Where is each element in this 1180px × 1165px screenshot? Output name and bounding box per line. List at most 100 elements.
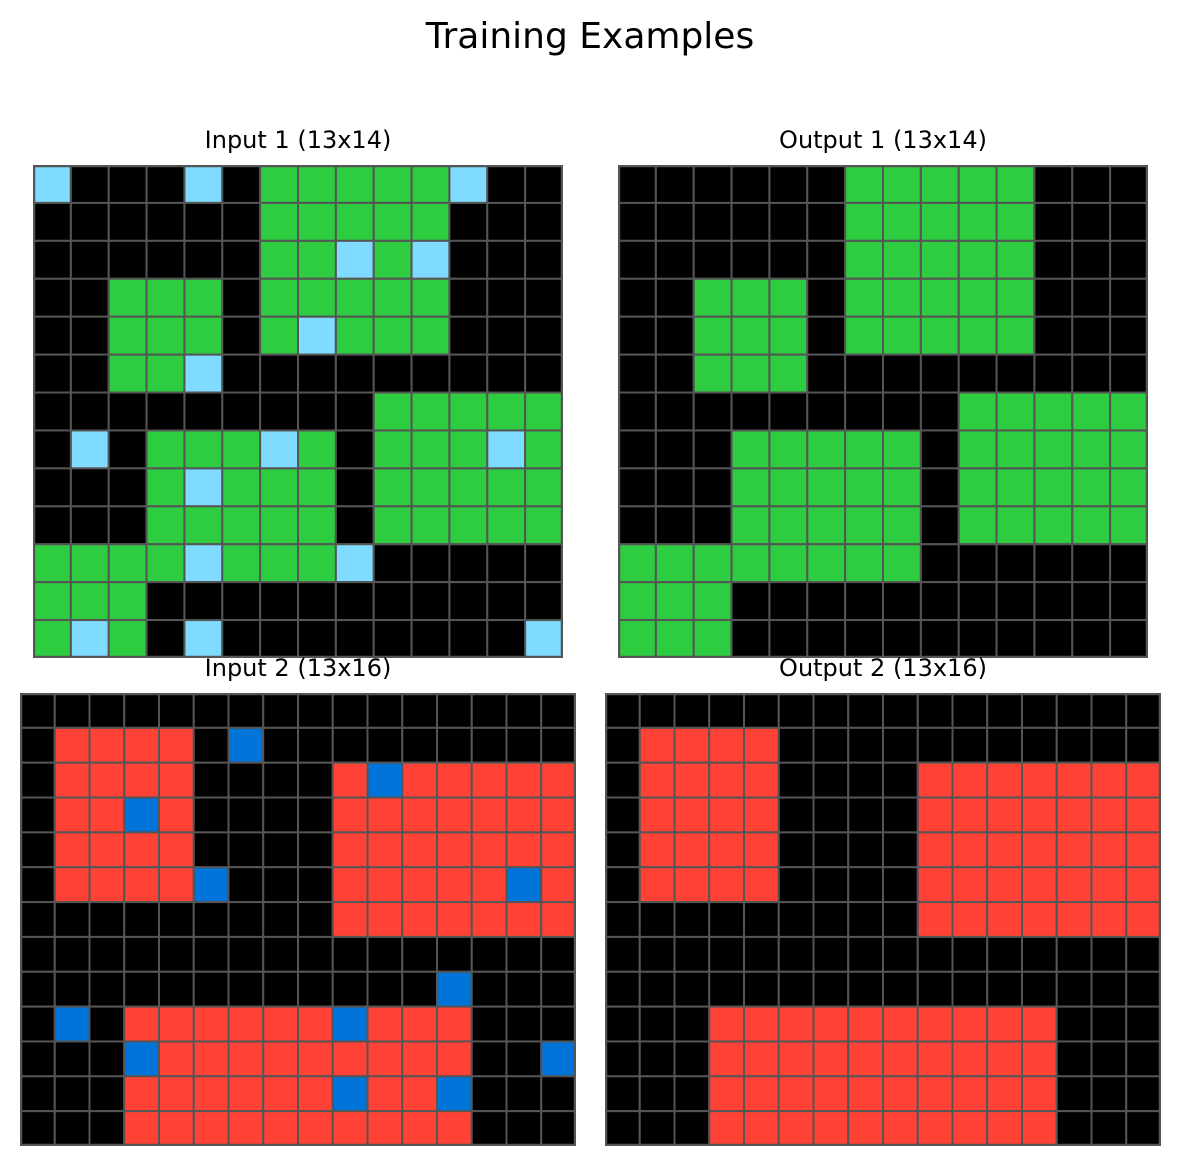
grid-cell xyxy=(372,391,413,432)
grid-cell xyxy=(505,831,543,869)
grid-cell xyxy=(812,901,850,938)
grid-cell xyxy=(53,726,91,764)
grid-cell xyxy=(995,429,1036,470)
grid-cell xyxy=(806,277,847,318)
grid-cell xyxy=(53,1110,91,1146)
grid-cell xyxy=(1109,165,1148,204)
grid-cell xyxy=(20,970,56,1008)
grid-cell xyxy=(995,581,1036,622)
grid-cell xyxy=(605,796,641,834)
grid-cell xyxy=(145,353,186,394)
grid-cell xyxy=(692,315,733,356)
grid-cell xyxy=(1109,315,1148,356)
grid-cell xyxy=(882,866,919,904)
grid-cell xyxy=(882,429,922,470)
grid-cell xyxy=(486,619,527,658)
grid-cell xyxy=(470,1075,508,1113)
grid-cell xyxy=(227,1075,265,1113)
grid-cell xyxy=(1033,165,1074,204)
grid-cell xyxy=(919,505,960,546)
grid-cell xyxy=(297,1005,334,1043)
grid-cell xyxy=(262,726,299,764)
grid-cell xyxy=(1033,353,1074,394)
grid-cell xyxy=(123,693,160,729)
grid-cell xyxy=(618,467,657,508)
grid-cell xyxy=(951,831,989,869)
grid-cell xyxy=(768,505,809,546)
grid-cell xyxy=(259,581,299,622)
grid-cell xyxy=(448,239,489,280)
grid-cell xyxy=(366,901,404,938)
grid-cell xyxy=(844,201,884,242)
grid-cell xyxy=(227,970,265,1008)
grid-cell xyxy=(158,901,195,938)
grid-cell xyxy=(20,1040,56,1078)
grid-cell xyxy=(951,866,989,904)
grid-cell xyxy=(123,1040,160,1078)
grid-cell xyxy=(618,165,657,204)
grid-cell xyxy=(183,505,224,546)
grid-cell xyxy=(1071,165,1112,204)
grid-cell xyxy=(605,1040,641,1078)
grid-cell xyxy=(158,1005,195,1043)
grid-cell xyxy=(812,1075,850,1113)
grid-cell xyxy=(847,1005,884,1043)
grid-cell xyxy=(145,239,186,280)
grid-cell xyxy=(107,353,148,394)
grid-cell xyxy=(1125,935,1161,973)
grid-cell xyxy=(916,1110,954,1146)
grid-cell xyxy=(192,726,230,764)
grid-cell xyxy=(401,970,438,1008)
grid-cell xyxy=(259,239,299,280)
grid-cell xyxy=(1055,761,1093,799)
grid-cell xyxy=(505,1005,543,1043)
grid-cell xyxy=(806,543,847,584)
grid-cell xyxy=(401,866,438,904)
grid-cell xyxy=(777,831,815,869)
grid-cell xyxy=(33,391,72,432)
grid-cell xyxy=(1055,1110,1093,1146)
grid-cell xyxy=(401,796,438,834)
grid-cell xyxy=(777,970,815,1008)
grid-cell xyxy=(69,543,110,584)
grid-cell xyxy=(331,866,369,904)
grid-cell xyxy=(730,429,771,470)
grid-cell xyxy=(882,1075,919,1113)
grid-cell xyxy=(743,866,780,904)
grid-cell xyxy=(844,429,884,470)
grid-cell xyxy=(812,796,850,834)
grid-cell xyxy=(768,581,809,622)
grid-cell xyxy=(69,505,110,546)
grid-cell xyxy=(638,1075,676,1113)
grid-cell xyxy=(366,796,404,834)
grid-cell xyxy=(505,796,543,834)
grid-cell xyxy=(986,1110,1023,1146)
grid-cell xyxy=(297,970,334,1008)
grid-cell xyxy=(410,277,451,318)
grid-cell xyxy=(768,277,809,318)
grid-cell xyxy=(605,726,641,764)
grid-cell xyxy=(951,935,989,973)
grid-cell xyxy=(69,391,110,432)
grid-cell xyxy=(524,277,563,318)
grid-cell xyxy=(708,1075,745,1113)
grid-cell xyxy=(486,165,527,204)
grid-cell xyxy=(53,1075,91,1113)
grid-cell xyxy=(1090,761,1128,799)
grid-cell xyxy=(882,831,919,869)
grid-cell xyxy=(69,277,110,318)
grid-cell xyxy=(777,761,815,799)
grid-cell xyxy=(524,429,563,470)
grid-cell xyxy=(768,315,809,356)
grid-cell xyxy=(436,726,473,764)
grid-cell xyxy=(916,1040,954,1078)
grid-cell xyxy=(505,1075,543,1113)
grid-cell xyxy=(847,866,884,904)
grid-cell xyxy=(995,239,1036,280)
grid-cell xyxy=(951,761,989,799)
grid-cell xyxy=(221,391,262,432)
grid-cell xyxy=(366,970,404,1008)
grid-cell xyxy=(1021,1040,1058,1078)
grid-cell xyxy=(882,693,919,729)
grid-cell xyxy=(847,1110,884,1146)
